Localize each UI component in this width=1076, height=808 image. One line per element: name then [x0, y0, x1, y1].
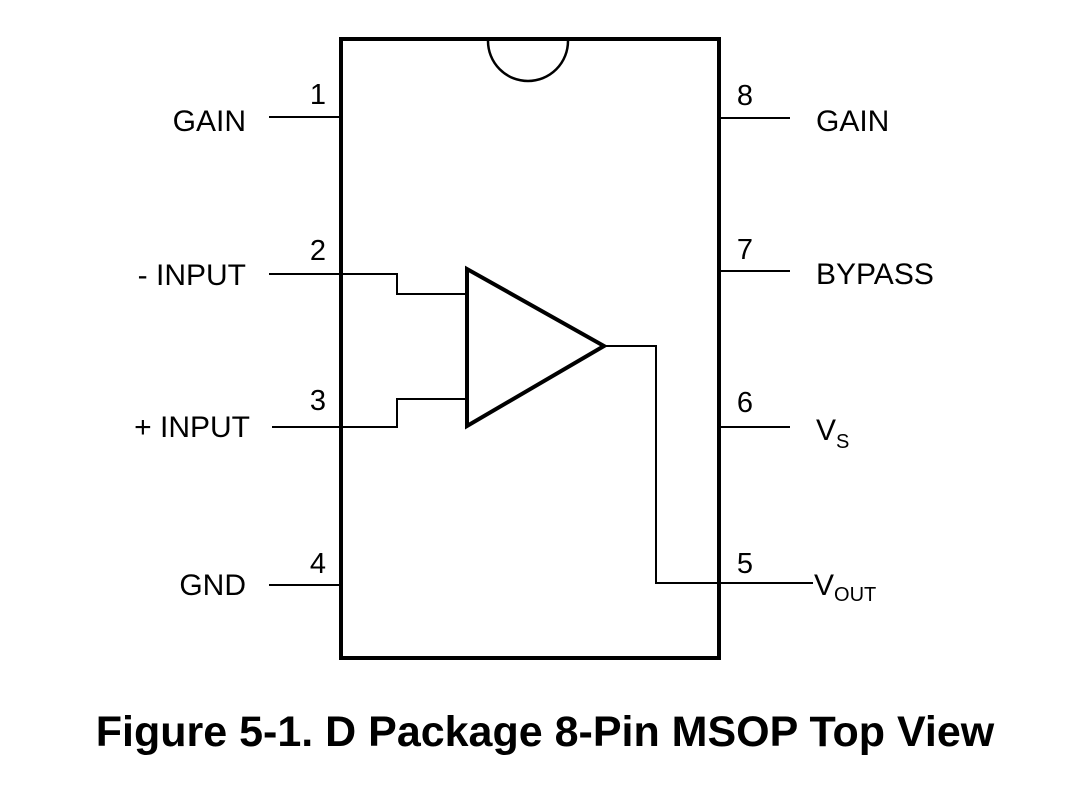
pin-4-name: GND	[179, 569, 246, 602]
pin-6-name-main: V	[816, 414, 836, 447]
pin-6-number: 6	[737, 387, 753, 419]
pin-1-name: GAIN	[173, 105, 246, 138]
wire-output	[604, 345, 719, 584]
pin-1-number: 1	[310, 79, 326, 111]
figure-caption: Figure 5-1. D Package 8-Pin MSOP Top Vie…	[96, 708, 995, 756]
pin-7-number: 7	[737, 234, 753, 266]
amplifier-triangle	[465, 265, 609, 430]
pin-2-number: 2	[310, 235, 326, 267]
package-body	[339, 37, 721, 660]
pin-3-name: + INPUT	[134, 411, 250, 444]
pin-6-name: VS	[816, 414, 849, 453]
wire-noninverting-input	[341, 398, 467, 428]
pin-3-number: 3	[310, 385, 326, 417]
pin-8-number: 8	[737, 80, 753, 112]
pin-8-name: GAIN	[816, 105, 889, 138]
pin-6-name-subscript: S	[836, 431, 849, 453]
pin-2-name: - INPUT	[138, 259, 246, 292]
pin-5-number: 5	[737, 548, 753, 580]
wire-inverting-input	[341, 273, 467, 295]
pin-5-name: VOUT	[814, 569, 876, 606]
pin-7-name: BYPASS	[816, 258, 934, 291]
orientation-notch	[486, 40, 570, 83]
pin-4-number: 4	[310, 548, 326, 580]
pin-5-name-subscript: OUT	[834, 584, 876, 606]
pin-5-name-main: V	[814, 569, 834, 602]
